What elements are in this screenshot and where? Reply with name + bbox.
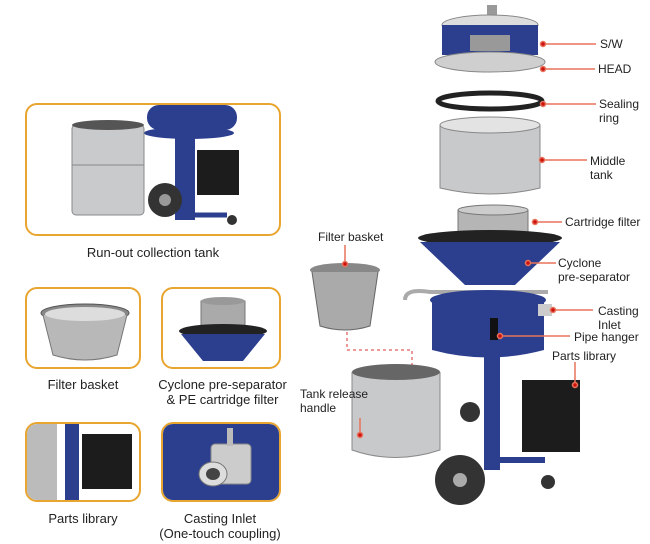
label-parts-library: Parts library <box>552 349 617 363</box>
parts-library-part <box>522 380 580 452</box>
label-casting-inlet: Casting Inlet <box>598 304 639 332</box>
parts-library-image <box>27 424 132 500</box>
label-pipe-hanger: Pipe hanger <box>574 330 639 344</box>
sealing-ring-part <box>435 90 545 112</box>
label-line: Sealing <box>599 97 640 111</box>
caption-run-out-tank: Run-out collection tank <box>86 245 220 260</box>
label-line: tank <box>590 168 613 182</box>
caption-filter-basket: Filter basket <box>47 377 119 392</box>
panel-filter-basket <box>25 287 141 369</box>
run-out-tank-image <box>71 105 239 225</box>
label-sealing-ring: Sealing ring <box>599 97 639 125</box>
casting-inlet-image <box>163 424 279 500</box>
label-sw: S/W <box>600 37 623 51</box>
label-line: ring <box>599 111 620 125</box>
label-head: HEAD <box>598 62 632 76</box>
label-line: handle <box>300 401 337 415</box>
panel-run-out-tank <box>25 103 281 236</box>
panel-cyclone <box>161 287 281 369</box>
caption-line: Casting Inlet <box>183 511 257 526</box>
caption-parts-library: Parts library <box>48 511 118 526</box>
caption-line: & PE cartridge filter <box>166 392 279 407</box>
middle-tank-part <box>439 116 541 195</box>
filter-basket-image <box>40 303 130 361</box>
cyclone-image <box>179 297 267 361</box>
panel-parts-library <box>25 422 141 502</box>
leader-lines <box>341 40 596 439</box>
filter-basket-part <box>310 263 380 331</box>
caption-casting-inlet: Casting Inlet (One-touch coupling) <box>150 511 290 541</box>
label-middle-tank: Middle tank <box>590 154 625 182</box>
base-part <box>403 289 552 470</box>
label-line: Middle <box>590 154 626 168</box>
label-line: pre-separator <box>558 270 631 284</box>
caption-line: Cyclone pre-separator <box>158 377 287 392</box>
caption-cyclone: Cyclone pre-separator & PE cartridge fil… <box>140 377 305 407</box>
panel-casting-inlet <box>161 422 281 502</box>
label-cartridge-filter: Cartridge filter <box>565 215 641 229</box>
label-line: Tank release <box>300 387 369 401</box>
collection-tank-part <box>351 364 555 505</box>
label-line: Cyclone <box>558 256 602 270</box>
head-part <box>434 5 546 73</box>
cyclone-part <box>418 230 562 285</box>
caption-line: (One-touch coupling) <box>159 526 281 541</box>
label-cyclone: Cyclone pre-separator <box>558 256 630 284</box>
label-tank-release-handle: Tank release handle <box>300 387 368 415</box>
label-filter-basket: Filter basket <box>318 230 384 244</box>
label-line: Inlet <box>598 318 621 332</box>
label-line: Casting <box>598 304 639 318</box>
